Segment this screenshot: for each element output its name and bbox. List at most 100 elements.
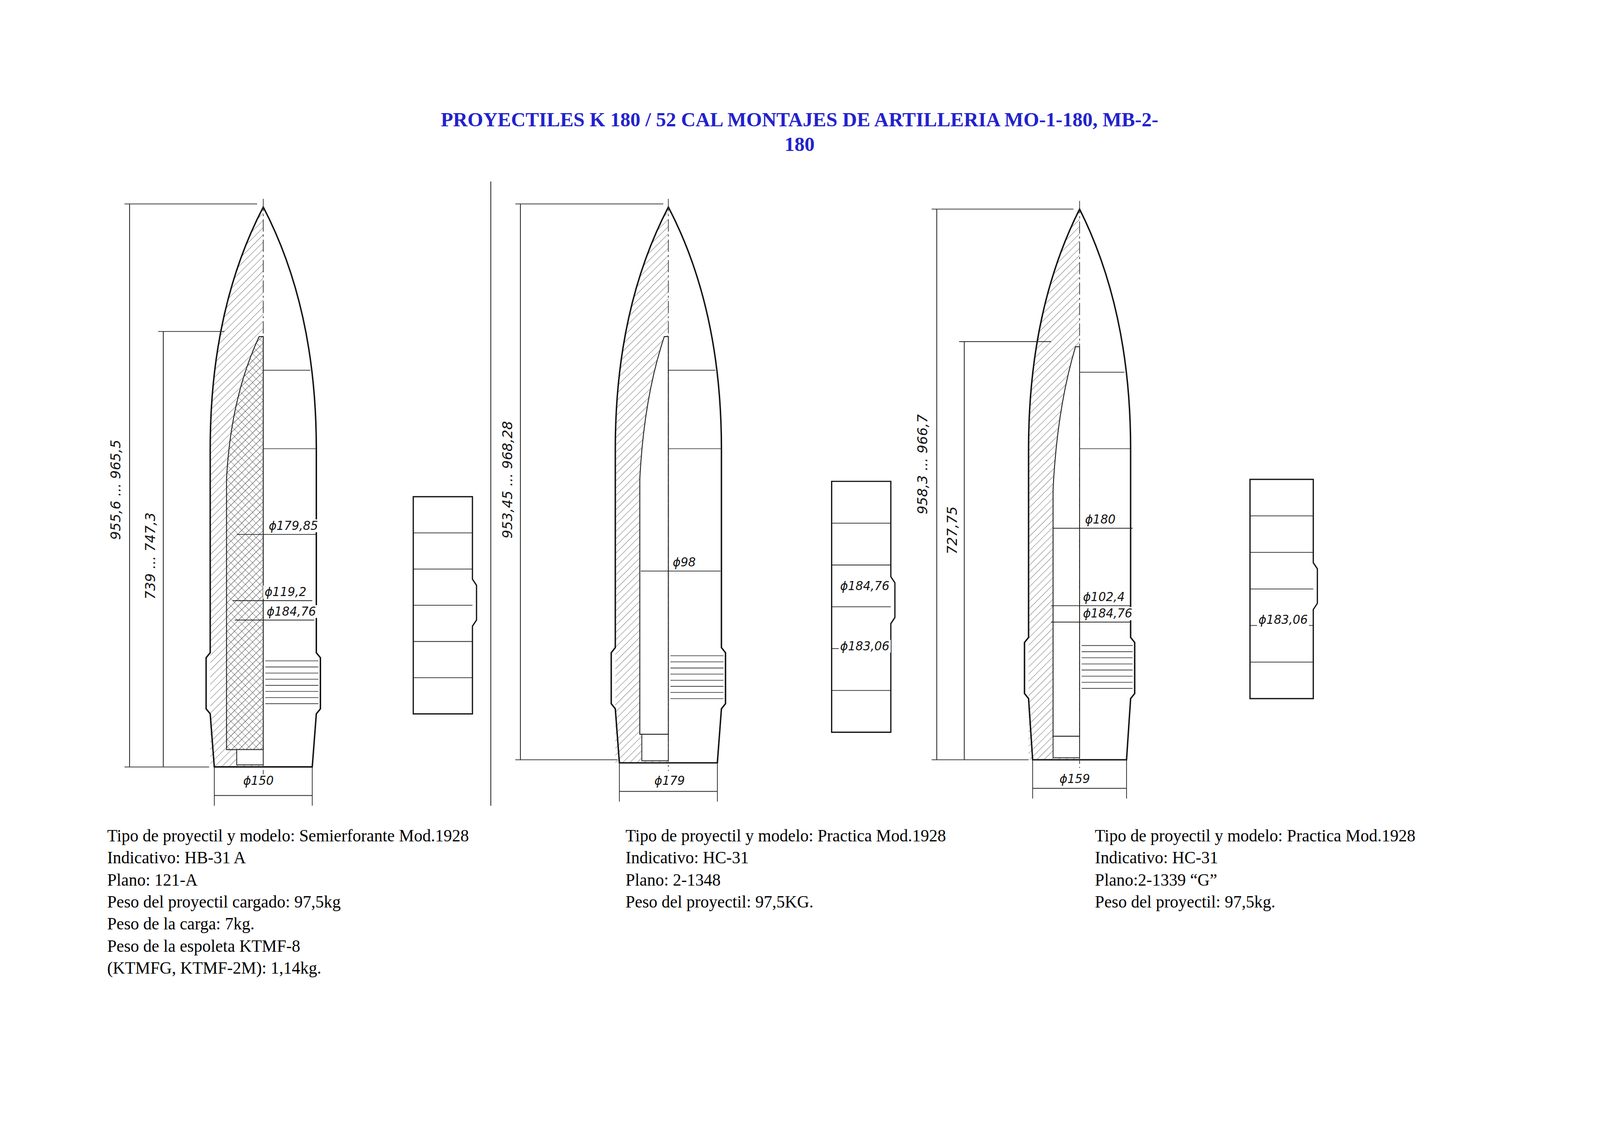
dimension-line	[963, 341, 965, 760]
extension-line	[931, 759, 1029, 761]
spec-line: Indicativo: HC-31	[1095, 848, 1219, 868]
spec-line: Tipo de proyectil y modelo: Practica Mod…	[1095, 826, 1416, 847]
band-groove	[1081, 681, 1133, 683]
dimension-line	[1032, 788, 1127, 790]
band-groove	[1081, 651, 1133, 652]
diameter-line	[640, 571, 721, 572]
extension-line	[515, 203, 664, 205]
band-groove	[265, 691, 319, 692]
band-groove	[670, 692, 724, 693]
spec-line: Plano: 121-A	[107, 870, 198, 891]
band-groove	[265, 703, 319, 704]
band-groove	[265, 697, 319, 698]
center-line	[262, 198, 264, 775]
extension-line	[158, 331, 225, 333]
spec-line: (KTMFG, KTMF-2M): 1,14kg.	[107, 958, 322, 979]
extension-line	[311, 767, 313, 806]
band-groove	[670, 680, 724, 681]
cavity	[639, 336, 669, 735]
band-line	[1250, 552, 1314, 554]
base-plug	[641, 734, 669, 761]
driving-band	[831, 481, 895, 733]
band-groove	[670, 655, 724, 656]
spec-line: Tipo de proyectil y modelo: Semierforant…	[107, 826, 469, 847]
diameter-dimension: ϕ183,06	[838, 639, 891, 654]
band-groove	[1081, 657, 1133, 659]
extension-line	[213, 767, 215, 806]
spec-line: Peso del proyectil: 97,5KG.	[625, 892, 814, 913]
dimension-line	[619, 790, 718, 792]
spec-line: Peso de la carga: 7kg.	[107, 914, 255, 935]
diameter-line	[232, 600, 313, 602]
diameter-dimension: ϕ180	[1083, 513, 1117, 527]
length-dimension: 955,6 ... 965,5	[107, 437, 123, 542]
band-line	[831, 690, 891, 691]
base-plug	[1053, 736, 1080, 759]
extension-line	[1126, 759, 1128, 799]
band-groove	[670, 698, 724, 699]
band-groove	[670, 685, 724, 687]
diameter-dimension: ϕ179	[653, 774, 687, 788]
length-dimension: 953,45 ... 968,28	[499, 419, 515, 541]
extension-line	[124, 203, 258, 205]
diameter-line	[1050, 605, 1131, 607]
spec-line: Peso de la espoleta KTMF-8	[107, 936, 301, 957]
band-line	[413, 604, 473, 606]
band-groove	[1081, 675, 1133, 677]
dimension-line	[214, 794, 313, 796]
diameter-line	[1053, 528, 1133, 530]
title: PROYECTILES K 180 / 52 CAL MONTAJES DE A…	[434, 107, 1165, 157]
spec-line: Plano:2-1339 “G”	[1095, 870, 1218, 891]
extension-line	[959, 341, 1051, 343]
band-line	[1250, 515, 1314, 517]
cavity	[226, 336, 264, 750]
dimension-line	[129, 203, 130, 767]
extension-line	[1032, 759, 1034, 799]
ogive-line	[668, 369, 716, 371]
diameter-line	[1050, 621, 1131, 623]
band-groove	[265, 672, 319, 674]
diameter-dimension: ϕ184,76	[838, 579, 891, 593]
spec-line: Peso del proyectil: 97,5kg.	[1095, 892, 1276, 913]
band-line	[831, 522, 891, 524]
driving-band	[1250, 479, 1318, 699]
ogive-line	[1079, 448, 1131, 449]
diameter-line	[234, 619, 315, 621]
section-hatch	[210, 207, 264, 768]
dimension-line	[936, 208, 938, 760]
diameter-dimension: ϕ102,4	[1081, 590, 1127, 604]
spec-line: Plano: 2-1348	[625, 870, 721, 891]
band-line	[1250, 661, 1314, 663]
length-dimension: 739 ... 747,3	[142, 510, 158, 602]
band-line	[831, 606, 891, 608]
ogive-line	[263, 369, 311, 371]
extension-line	[716, 763, 718, 802]
spec-line: Indicativo: HC-31	[625, 848, 749, 868]
spec-line: Peso del proyectil cargado: 97,5kg	[107, 892, 341, 913]
driving-band	[413, 496, 477, 714]
band-line	[1250, 588, 1314, 590]
ogive-line	[668, 448, 722, 449]
band-groove	[670, 673, 724, 675]
spec-line: Indicativo: HB-31 A	[107, 848, 246, 868]
band-groove	[1081, 688, 1133, 689]
band-groove	[1081, 645, 1133, 646]
cavity	[1053, 346, 1080, 737]
separator-line	[490, 181, 492, 806]
diameter-dimension: ϕ98	[671, 555, 697, 570]
length-dimension: 727,75	[944, 504, 960, 557]
length-dimension: 958,3 ... 966,7	[914, 412, 930, 516]
band-groove	[1081, 670, 1133, 671]
diameter-line	[236, 534, 317, 536]
band-groove	[265, 660, 319, 661]
diameter-dimension: ϕ184,76	[1081, 607, 1134, 621]
band-line	[413, 568, 473, 570]
band-groove	[265, 685, 319, 686]
extension-line	[931, 208, 1074, 210]
extension-line	[124, 766, 210, 768]
band-line	[831, 564, 891, 566]
section-hatch	[1028, 208, 1080, 760]
dimension-line	[162, 331, 164, 768]
band-groove	[265, 679, 319, 680]
